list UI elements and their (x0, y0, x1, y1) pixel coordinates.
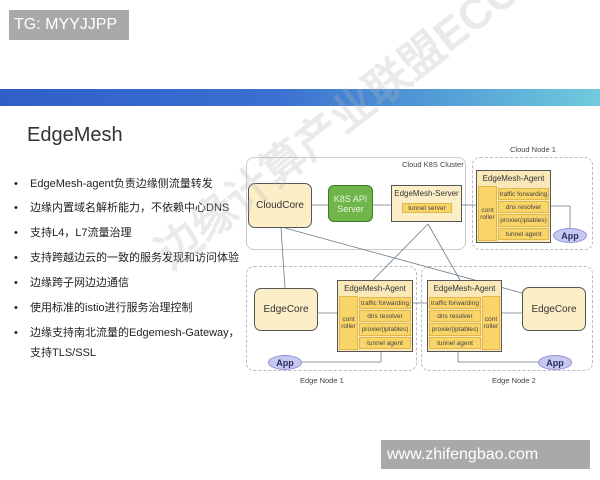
edge-node-1 (246, 266, 417, 371)
bullet-item: •支持L4，L7流量治理 (14, 227, 132, 239)
dns-resolver: dns resolver (359, 310, 411, 322)
cloud-node-label: Cloud Node 1 (510, 145, 556, 154)
traffic-forwarding: traffic forwarding (498, 188, 549, 200)
slide-title: EdgeMesh (27, 124, 123, 146)
dns-resolver: dns resolver (429, 310, 481, 322)
cloud-node-1 (472, 157, 593, 250)
controller: cont roller (478, 186, 497, 241)
edge-node-2-label: Edge Node 2 (492, 376, 536, 385)
bullet-item: •支持跨越边云的一致的服务发现和访问体验 (14, 252, 239, 264)
controller: cont roller (482, 296, 500, 350)
cloudcore-box: CloudCore (248, 183, 312, 228)
proxier: proxier(iptables) (429, 323, 481, 336)
app-edge-2: App (538, 355, 572, 370)
tunnel-agent: tunnel agent (498, 228, 549, 240)
watermark-label: TG: MYYJJPP (9, 10, 129, 40)
dns-resolver: dns resolver (498, 201, 549, 213)
tunnel-server: tunnel server (402, 203, 452, 213)
cloud-cluster-label: Cloud K8S Cluster (402, 160, 464, 169)
proxier: proxier(iptables) (498, 214, 549, 227)
tunnel-agent: tunnel agent (429, 337, 481, 349)
app-edge-1: App (268, 355, 302, 370)
site-watermark: www.zhifengbao.com (381, 440, 590, 469)
edgecore-1: EdgeCore (254, 288, 318, 331)
bullet-item: •边缘跨子网边边通信 (14, 277, 129, 289)
bullet-item: •使用标准的istio进行服务治理控制 (14, 302, 193, 314)
bullet-item: •边缘支持南北流量的Edgemesh-Gateway，支持TLS/SSL (14, 327, 240, 359)
proxier: proxier(iptables) (359, 323, 411, 336)
edge-node-1-label: Edge Node 1 (300, 376, 344, 385)
edge-node-2 (421, 266, 593, 371)
header-band (0, 89, 600, 106)
k8s-api-server-box: K8S API Server (328, 185, 373, 222)
app-cloud: App (553, 228, 587, 243)
tunnel-agent: tunnel agent (359, 337, 411, 349)
traffic-forwarding: traffic forwarding (359, 297, 411, 309)
bullet-item: •EdgeMesh-agent负责边缘侧流量转发 (14, 178, 213, 190)
bullet-item: •边缘内置域名解析能力，不依赖中心DNS (14, 202, 230, 214)
traffic-forwarding: traffic forwarding (429, 297, 481, 309)
edgecore-2: EdgeCore (522, 287, 586, 331)
controller: cont roller (339, 296, 358, 350)
